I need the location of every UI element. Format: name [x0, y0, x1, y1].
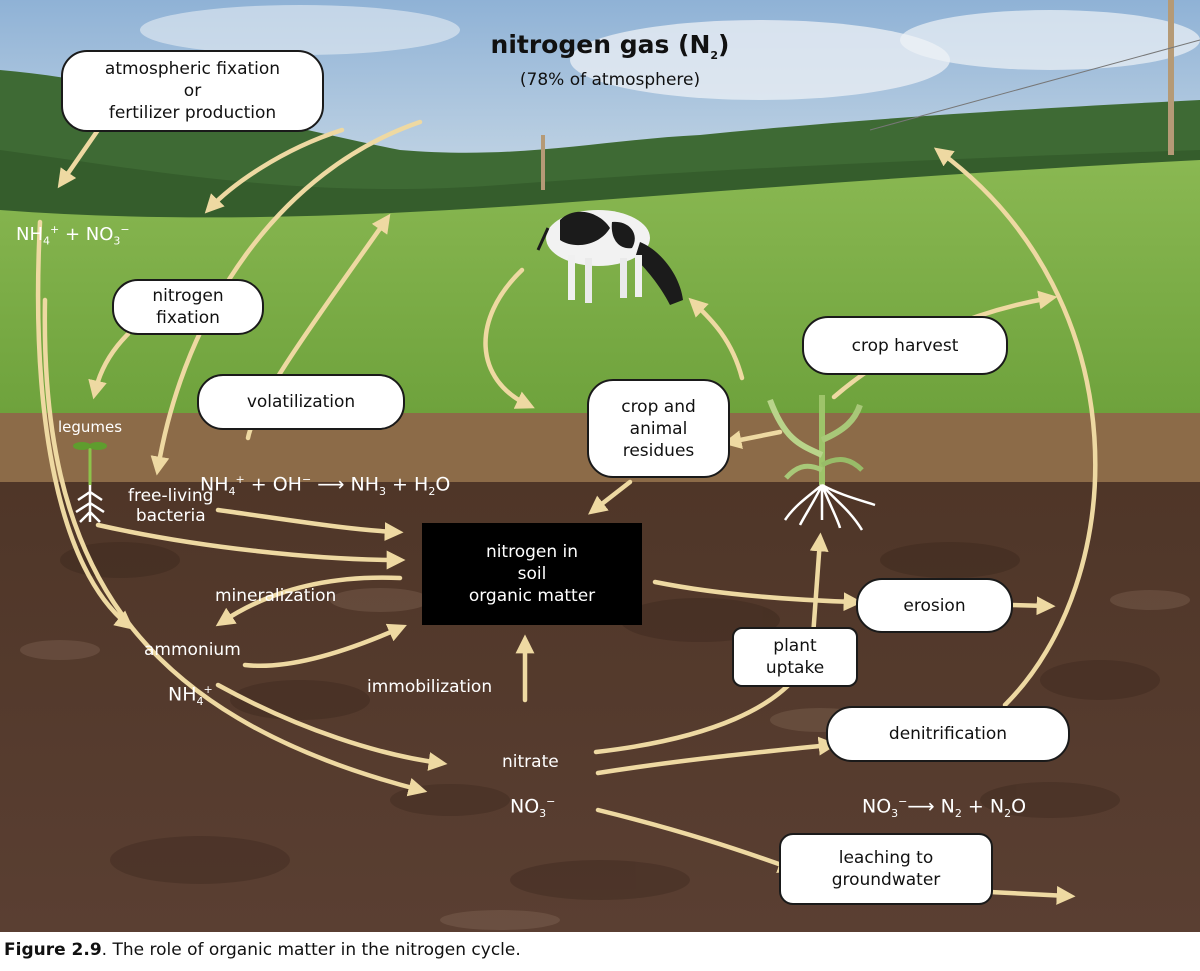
arrow-denitrification-up: [933, 147, 1098, 708]
arrow-box-to-mineralization: [215, 575, 403, 627]
arrow-ammonium-to-nitrate: [215, 682, 448, 771]
label-nh4-no3: NH4+ + NO3−: [16, 223, 130, 248]
box-nitrogen-in-soil-organic-matter: nitrogen in soil organic matter: [422, 523, 642, 625]
power-line: [869, 39, 1200, 131]
figure-caption: Figure 2.9. The role of organic matter i…: [4, 940, 521, 960]
legume-plant: [73, 442, 107, 523]
title-atmosphere-percent: (78% of atmosphere): [519, 70, 701, 90]
flow-arrows: [35, 119, 1098, 905]
label-free-living-bacteria: free-living bacteria: [128, 486, 214, 526]
soil-texture: [60, 542, 1160, 900]
cow: [536, 210, 683, 305]
label-ammonium: ammonium: [144, 640, 241, 660]
box-plant-uptake: plant uptake: [732, 627, 858, 687]
cloud: [900, 10, 1200, 70]
arrow-nitrate-to-leaching: [595, 807, 798, 874]
box-leaching: leaching to groundwater: [779, 833, 993, 905]
arrow-fixation-to-legumes: [88, 331, 131, 400]
label-ammonium-formula: NH4+: [168, 683, 213, 709]
corn-plant: [767, 395, 876, 531]
label-volatilization-equation: NH4+ + OH− ⟶ NH3 + H2O: [200, 473, 451, 499]
arrow-leaching-out: [987, 885, 1076, 905]
box-crop-harvest: crop harvest: [802, 316, 1008, 375]
label-denitrification-equation: NO3−⟶ N2 + N2O: [862, 795, 1027, 821]
arrow-box-to-erosion: [652, 579, 863, 612]
label-nitrate-formula: NO3−: [510, 795, 556, 821]
box-crop-animal-residues: crop and animal residues: [587, 379, 730, 478]
arrow-erosion-out: [1007, 596, 1056, 616]
arrow-nitrate-to-denitrification: [595, 736, 838, 776]
arrow-residues-to-box: [588, 479, 633, 515]
arrow-plant-to-cow: [688, 297, 745, 381]
box-atmospheric-fixation: atmospheric fixation or fertilizer produ…: [61, 50, 324, 132]
label-legumes: legumes: [58, 418, 123, 436]
cloud: [140, 5, 460, 55]
arrow-legume-to-box: [95, 522, 406, 570]
arrow-freeliving-to-box: [215, 507, 404, 541]
utility-pole: [1168, 0, 1174, 155]
arrow-cow-to-residues: [483, 267, 535, 409]
arrow-nh4-no3-down: [35, 219, 134, 630]
arrow-plant-to-residues: [722, 429, 783, 450]
box-volatilization: volatilization: [197, 374, 405, 430]
box-erosion: erosion: [856, 578, 1013, 633]
box-nitrogen-fixation: nitrogen fixation: [112, 279, 264, 335]
cloud: [570, 20, 950, 100]
arrow-n2-to-freeliving: [150, 119, 423, 476]
label-nitrate: nitrate: [502, 752, 559, 772]
arrow-nh4-to-nitrate: [42, 297, 428, 797]
label-immobilization: immobilization: [367, 677, 493, 697]
title-nitrogen-gas: nitrogen gas (N2): [490, 30, 730, 62]
nitrogen-cycle-diagram: nitrogen gas (N2) (78% of atmosphere) at…: [0, 0, 1200, 932]
utility-pole: [541, 135, 545, 190]
arrow-n2-to-nh4-area: [204, 127, 345, 214]
arrow-fixation-to-nh4: [57, 127, 101, 189]
label-mineralization: mineralization: [215, 586, 337, 606]
arrow-ammonium-to-box: [242, 623, 407, 668]
box-denitrification: denitrification: [826, 706, 1070, 762]
